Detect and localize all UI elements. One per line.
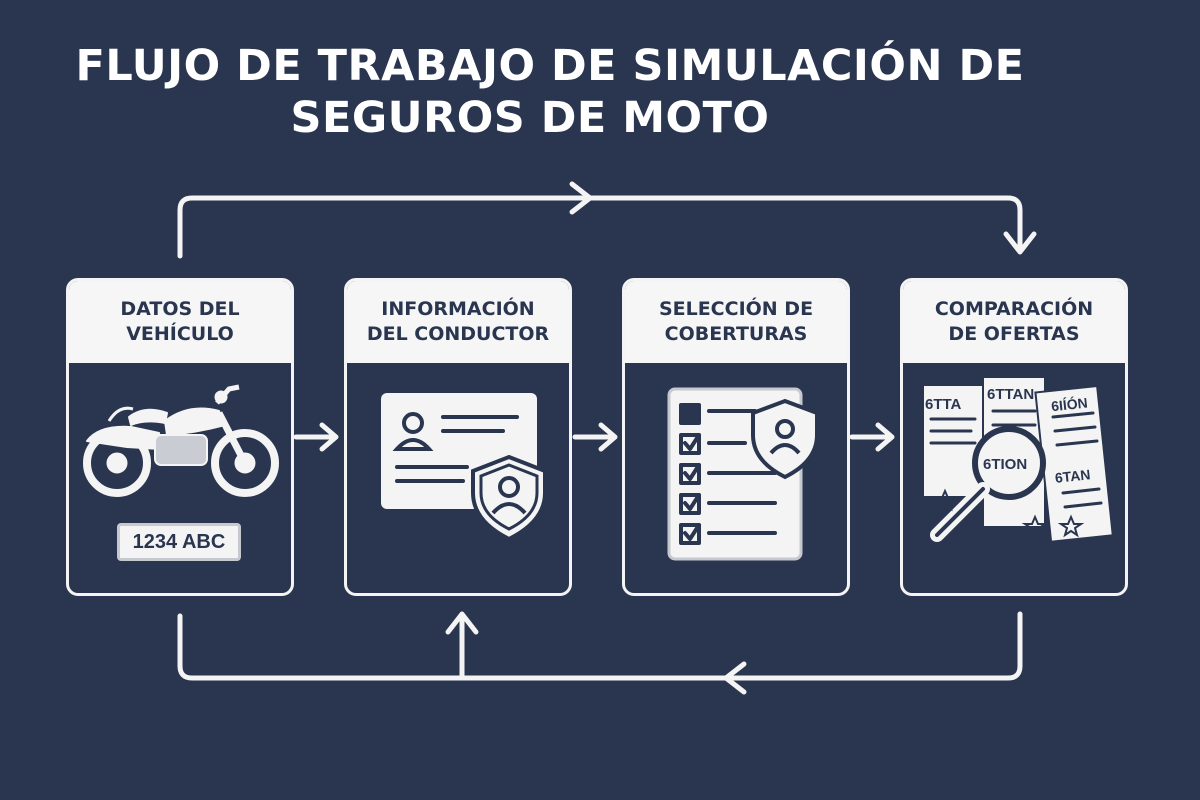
title-line-2: SEGUROS DE MOTO — [290, 93, 770, 143]
top-loop-arrow — [177, 195, 1023, 259]
offer-doc-label: 6TTA — [925, 396, 962, 413]
driver-id-card-icon — [381, 393, 547, 542]
step-card-vehicle: DATOS DEL VEHÍCULO 1234 ABC — [66, 278, 294, 596]
step-card-driver: INFORMACIÓN DEL CONDUCTOR — [344, 278, 572, 596]
step-title-line-1: DATOS DEL — [120, 298, 240, 320]
step-title-line-2: COBERTURAS — [664, 323, 808, 345]
motorcycle-icon — [83, 384, 279, 497]
step-title-line-2: DEL CONDUCTOR — [366, 323, 550, 345]
step-title-line-2: DE OFERTAS — [948, 323, 1080, 345]
step-title-line-1: INFORMACIÓN — [381, 298, 535, 320]
offer-doc-label: 6TAN — [1054, 466, 1091, 486]
title-line-1: FLUJO DE TRABAJO DE SIMULACIÓN DE — [75, 41, 1025, 91]
step-card-header: SELECCIÓN DE COBERTURAS — [625, 281, 847, 363]
step-card-header: DATOS DEL VEHÍCULO — [69, 281, 291, 363]
offer-doc-label: 6TTAN — [987, 386, 1034, 403]
offers-magnifier-icon: 6TTA 6TTAN 6IÍÓN 6TAN 6TION — [922, 376, 1114, 543]
step-title-line-1: SELECCIÓN DE — [658, 298, 814, 320]
bottom-loop-arrow — [177, 611, 1023, 681]
step-title-line-2: VEHÍCULO — [126, 323, 234, 345]
step-card-coverage: SELECCIÓN DE COBERTURAS — [622, 278, 850, 596]
step-card-offers: COMPARACIÓN DE OFERTAS 6TTA 6TTAN 6IÍÓN … — [900, 278, 1128, 596]
step-card-header: COMPARACIÓN DE OFERTAS — [903, 281, 1125, 363]
coverage-checklist-icon — [667, 387, 819, 561]
offer-doc-label: 6IÍÓN — [1050, 394, 1088, 415]
license-plate: 1234 ABC — [117, 523, 241, 561]
step-card-header: INFORMACIÓN DEL CONDUCTOR — [347, 281, 569, 363]
step-title-line-1: COMPARACIÓN — [934, 298, 1094, 320]
page-title: FLUJO DE TRABAJO DE SIMULACIÓN DE SEGURO… — [0, 40, 1100, 144]
offer-doc-label: 6TION — [983, 456, 1027, 473]
